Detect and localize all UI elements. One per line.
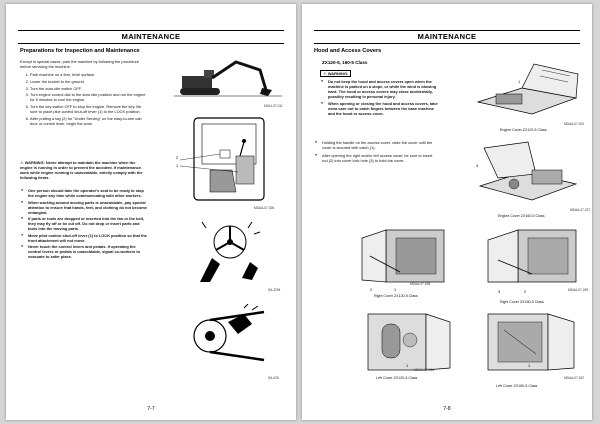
step-item: Park machine on a firm, level surface. (30, 72, 148, 77)
callout-number: 2 (370, 288, 373, 292)
left-page-number: 7-7 (147, 406, 155, 412)
figure-caption: Left Cover ZX120-5 Class (376, 376, 418, 380)
fig-code: MDAA-07-001 (564, 122, 585, 126)
belt-hazard-illustration (188, 304, 272, 366)
step-item: Turn the auto-idle switch OFF. (30, 86, 148, 91)
fig-code: SA-026 (268, 376, 279, 380)
bullet-item: Never touch the control levers and pedal… (21, 244, 148, 259)
bullet-item: After opening the right and/or left acce… (315, 153, 438, 163)
bullet-item: Holding the handle on the access cover, … (315, 140, 438, 150)
left-cover-zx120-illustration (360, 310, 456, 374)
left-bullets: One person should take the operator's se… (20, 188, 148, 261)
left-intro-text: Except in special cases, park the machin… (20, 59, 139, 69)
bullet-item: When opening or closing the hood and acc… (321, 101, 438, 116)
right-warning-label: ⚠ WARNING: (320, 70, 352, 77)
engine-cover-zx160-illustration (474, 140, 582, 206)
left-section-title: Preparations for Inspection and Maintena… (20, 48, 140, 54)
fig-code: MDAA-07-067 (564, 376, 585, 380)
fig-code: MDAA-07-064 (414, 368, 435, 372)
fig-code: MDAA-07-027 (570, 208, 591, 212)
step-item: Turn engine control dial to the slow idl… (30, 92, 148, 102)
figure-caption: Engine Cover ZX160-5 Class (498, 214, 545, 218)
left-page-header: MAINTENANCE (18, 30, 284, 44)
callout-number: 2 (176, 156, 179, 160)
right-bold-bullets: Do not keep the hood and access covers o… (320, 79, 438, 117)
engine-cover-zx120-illustration (472, 62, 582, 120)
figure-caption: Right Cover ZX120-5 Class (374, 294, 418, 298)
right-page-header: MAINTENANCE (314, 30, 580, 44)
figure-caption: Engine Cover ZX120-5 Class (500, 128, 547, 132)
left-warning: ⚠ WARNING: Never attempt to maintain the… (20, 160, 148, 180)
right-cover-zx120-illustration (356, 226, 456, 286)
fig-code: MDAA-07-026 (254, 206, 275, 210)
warning-triangle-icon: ⚠ (323, 71, 327, 76)
right-bullets: Holding the handle on the access cover, … (314, 140, 438, 165)
fig-code: M104-07-011 (264, 104, 283, 108)
callout-number: 1 (176, 164, 179, 168)
bullet-item: One person should take the operator's se… (21, 188, 148, 198)
callout-number: 1 (518, 80, 521, 84)
right-cover-zx160-illustration (478, 226, 582, 288)
warning-label: WARNING: (24, 160, 45, 165)
left-cover-zx160-illustration (478, 310, 578, 374)
figure-caption: Left Cover ZX160-5 Class (496, 384, 538, 388)
cab-interior-illustration (180, 116, 280, 202)
right-section-title: Hood and Access Covers (314, 48, 382, 54)
bullet-item: If parts or tools are dropped or inserte… (21, 216, 148, 231)
callout-number: 1 (394, 288, 397, 292)
bullet-item: Move pilot control shut-off lever (1) to… (21, 233, 148, 243)
warning-text: Never attempt to maintain the machine wh… (20, 160, 143, 180)
figure-caption: Right Cover ZX160-5 Class (500, 300, 544, 304)
callout-number: 2 (524, 290, 527, 294)
callout-number: 3 (476, 164, 479, 168)
fig-code: MDAA-07-028 (410, 282, 431, 286)
right-class-title: ZX120-5, 160-5 Class (322, 60, 368, 65)
bullet-item: When working around moving parts is unav… (21, 200, 148, 215)
warning-label-text: WARNING: (327, 71, 349, 76)
warning-triangle-icon: ⚠ (20, 160, 24, 165)
excavator-illustration (174, 56, 282, 102)
step-item: After putting a tag (2) for "Under Servi… (30, 116, 148, 126)
right-page: MAINTENANCE Hood and Access Covers ZX120… (302, 4, 592, 420)
fig-code: MDAA-07-029 (568, 288, 589, 292)
fan-hazard-illustration (190, 218, 270, 284)
left-page: MAINTENANCE Preparations for Inspection … (6, 4, 296, 420)
right-page-number: 7-8 (443, 406, 451, 412)
callout-number: 1 (406, 364, 409, 368)
bullet-item: Do not keep the hood and access covers o… (321, 79, 438, 99)
step-item: Lower the bucket to the ground. (30, 79, 148, 84)
callout-number: 1 (528, 364, 531, 368)
callout-number: 3 (498, 290, 501, 294)
right-warning-label-wrap: ⚠ WARNING: (320, 70, 353, 77)
fig-code: SA-2294 (268, 288, 281, 292)
step-item: Turn the key switch OFF to stop the engi… (30, 104, 148, 114)
left-steps: Park machine on a firm, level surface. L… (20, 72, 148, 128)
